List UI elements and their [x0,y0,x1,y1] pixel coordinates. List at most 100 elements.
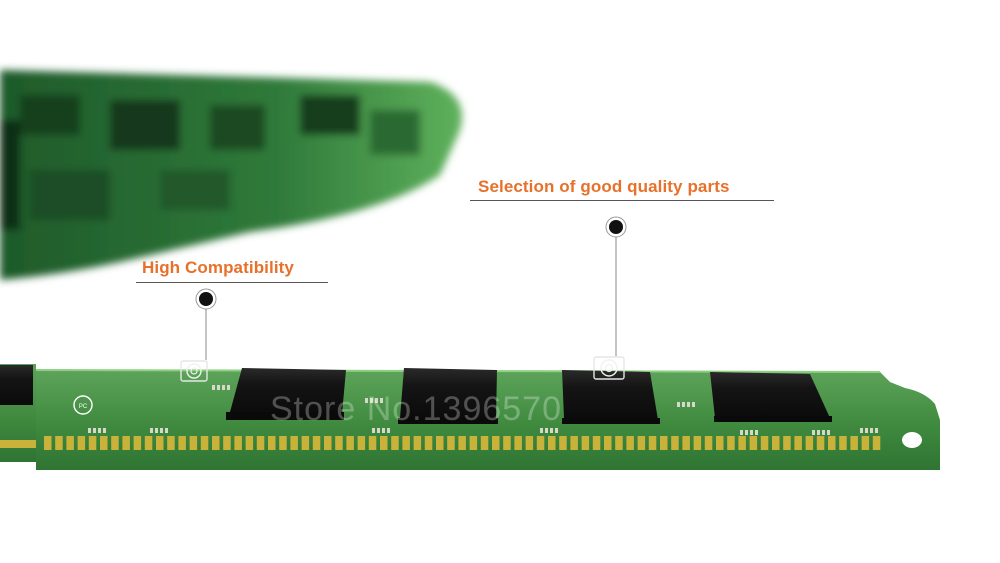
smd-resistor [677,402,680,407]
gold-contact [77,436,86,450]
gold-contact [805,436,814,450]
gold-contact [312,436,321,450]
gold-contact [637,436,646,450]
target-marker-icon [180,360,208,382]
gold-contact [391,436,399,450]
gold-contact [133,436,142,450]
gold-contact [693,436,702,450]
gold-contact [122,436,130,450]
gold-contact [492,436,500,450]
smd-resistor [88,428,91,433]
gold-contact [88,436,97,450]
gold-contact [828,436,836,450]
gold-contact [413,436,422,450]
callout-dot-icon [609,220,623,234]
smd-resistor [372,428,375,433]
gold-contact [604,436,612,450]
gold-contact [100,436,108,450]
smd-resistor [150,428,153,433]
gold-contact [178,436,186,450]
smd-resistor [93,428,96,433]
gold-contact [760,436,769,450]
background-ram-module [0,70,462,280]
smd-components [88,385,878,435]
gold-contact [380,436,388,450]
smd-resistor [740,430,743,435]
memory-chip [398,368,498,424]
smd-resistor [875,428,878,433]
gold-contact [144,436,153,450]
target-marker-icon [593,356,625,380]
gold-contact [503,436,511,450]
memory-chips [226,368,832,424]
gold-contact [716,436,724,450]
smd-resistor [165,428,168,433]
gold-contact [850,436,858,450]
gold-contact [189,436,198,450]
gold-contact [548,436,556,450]
smd-resistor [377,428,380,433]
gold-contact [44,436,52,450]
callout-pointer-good-quality-parts [593,216,627,380]
smd-resistor [212,385,215,390]
smd-resistor [375,398,378,403]
smd-resistor [155,428,158,433]
gold-contact [749,436,758,450]
smd-resistor [755,430,758,435]
gold-contacts [44,436,881,450]
gold-contact [335,436,343,450]
gold-contact [794,436,802,450]
gold-contact [357,436,366,450]
smd-resistor [817,430,820,435]
smd-resistor [692,402,695,407]
gold-contact [772,436,780,450]
smd-resistor [550,428,553,433]
callout-underline [136,282,328,283]
gold-contact [570,436,578,450]
smd-resistor [545,428,548,433]
gold-contact [447,436,455,450]
gold-contact [682,436,690,450]
gold-contact [839,436,847,450]
pcb-mark: PC [79,404,88,410]
gold-contact [212,436,220,450]
smd-resistor [865,428,868,433]
gold-contact [592,436,601,450]
gold-contact [290,436,298,450]
gold-contact [256,436,265,450]
callout-dot-icon [199,292,213,306]
smd-resistor [812,430,815,435]
smd-resistor [160,428,163,433]
gold-contact [55,436,63,450]
gold-contact [783,436,791,450]
smd-resistor [370,398,373,403]
left-partial-module [0,364,36,462]
gold-contact [424,436,433,450]
gold-contact [245,436,254,450]
store-watermark: Store No.1396570 [270,390,562,428]
gold-contact [559,436,567,450]
smd-resistor [103,428,106,433]
gold-contact [480,436,489,450]
smd-resistor [380,398,383,403]
smd-resistor [750,430,753,435]
gold-contact [581,436,590,450]
smd-resistor [870,428,873,433]
smd-resistor [387,428,390,433]
smd-resistor [217,385,220,390]
gold-contact [514,436,522,450]
gold-contact [727,436,735,450]
gold-contact [861,436,870,450]
gold-contact [704,436,713,450]
smd-resistor [222,385,225,390]
gold-contact [615,436,623,450]
smd-resistor [822,430,825,435]
gold-contact [167,436,175,450]
smd-resistor [227,385,230,390]
gold-contact [301,436,310,450]
smd-resistor [687,402,690,407]
gold-contact [402,436,410,450]
pc-logo-icon [73,395,93,415]
smd-resistor [860,428,863,433]
gold-contact [279,436,287,450]
